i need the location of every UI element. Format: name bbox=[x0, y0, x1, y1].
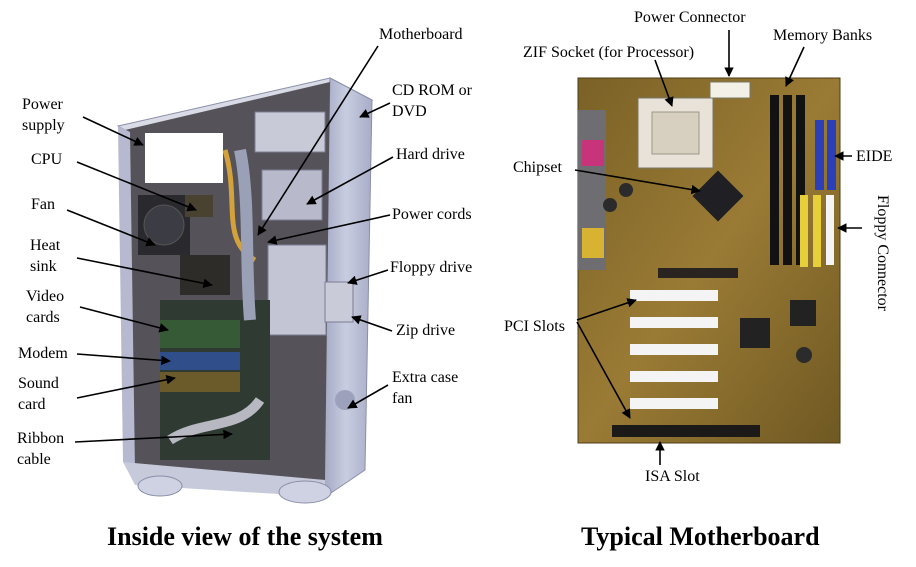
label-extra-case-fan: Extra case fan bbox=[392, 369, 459, 407]
label-floppy-drive: Floppy drive bbox=[390, 259, 473, 276]
label-memory-banks: Memory Banks bbox=[773, 27, 873, 44]
pci-slot-1 bbox=[630, 290, 718, 301]
chipset-chip bbox=[692, 170, 744, 222]
arrow-extra-case-fan bbox=[347, 384, 389, 409]
label-isa-slot: ISA Slot bbox=[645, 468, 700, 485]
capacitor bbox=[619, 183, 633, 197]
io-controller-chip bbox=[790, 300, 816, 326]
drive-bay-floppy bbox=[267, 244, 327, 336]
arrow-sound-card bbox=[76, 375, 176, 399]
label-modem: Modem bbox=[18, 345, 68, 362]
capacitor bbox=[796, 347, 812, 363]
label-zif-socket: ZIF Socket (for Processor) bbox=[523, 44, 695, 61]
case-foot-left bbox=[137, 475, 183, 497]
arrow-cdrom bbox=[359, 102, 391, 118]
arrow-fan bbox=[66, 209, 156, 247]
drive-ribbon bbox=[234, 148, 256, 321]
label-zip-drive: Zip drive bbox=[396, 322, 456, 339]
pci-slot-3 bbox=[630, 344, 718, 355]
cpu-block bbox=[185, 195, 213, 217]
right-leader-lines bbox=[574, 30, 862, 465]
case-foot-right bbox=[278, 480, 332, 504]
label-floppy-connector: Floppy Connector bbox=[874, 195, 891, 311]
arrow-pci-slots-1 bbox=[576, 298, 637, 321]
memory-bank-1 bbox=[770, 95, 779, 265]
arrow-power-supply bbox=[82, 116, 144, 146]
label-heat-sink: Heat sink bbox=[30, 237, 61, 275]
floppy-connector-yellow-2 bbox=[813, 195, 821, 267]
drive-bay-zip bbox=[324, 281, 354, 323]
computer-case-illustration bbox=[116, 77, 374, 504]
label-cpu: CPU bbox=[31, 151, 63, 168]
serial-port-pink bbox=[582, 140, 604, 166]
heat-sink bbox=[180, 255, 230, 295]
arrow-video-cards bbox=[79, 306, 169, 333]
arrow-zif-socket bbox=[654, 59, 674, 107]
arrow-power-cords bbox=[267, 214, 391, 245]
extra-fan-hole bbox=[335, 390, 355, 410]
bios-chip bbox=[740, 318, 770, 348]
isa-slot bbox=[612, 425, 760, 437]
sound-card bbox=[160, 372, 240, 392]
power-supply-unit bbox=[145, 133, 223, 183]
label-sound-card: Sound card bbox=[18, 375, 59, 413]
arrow-zip-drive bbox=[351, 315, 393, 332]
case-left-wall bbox=[118, 126, 135, 470]
parallel-port-yellow bbox=[582, 228, 604, 258]
modem-card bbox=[160, 352, 240, 370]
arrow-chipset bbox=[574, 169, 701, 195]
label-motherboard: Motherboard bbox=[379, 26, 463, 43]
eide-connector-2 bbox=[827, 120, 836, 190]
caption-typical-motherboard: Typical Motherboard bbox=[581, 522, 820, 551]
floppy-connector-yellow-1 bbox=[800, 195, 808, 267]
drive-bay-cdrom bbox=[254, 111, 326, 153]
motherboard-illustration bbox=[577, 77, 841, 444]
label-power-supply: Power supply bbox=[22, 96, 65, 134]
arrow-floppy-drive bbox=[347, 269, 389, 285]
label-hard-drive: Hard drive bbox=[396, 146, 465, 163]
left-leader-lines bbox=[66, 45, 394, 443]
caption-inside-view: Inside view of the system bbox=[107, 522, 383, 551]
pci-slot-2 bbox=[630, 317, 718, 328]
memory-bank-2 bbox=[783, 95, 792, 265]
pci-slot-5 bbox=[630, 398, 718, 409]
case-fan-hub bbox=[143, 204, 185, 246]
floppy-connector-white bbox=[826, 195, 834, 265]
label-power-cords: Power cords bbox=[392, 206, 472, 223]
arrow-motherboard bbox=[257, 45, 379, 236]
label-pci-slots: PCI Slots bbox=[504, 318, 565, 335]
arrow-modem bbox=[76, 353, 171, 366]
label-chipset: Chipset bbox=[513, 159, 562, 176]
power-connector-block bbox=[709, 81, 751, 99]
pci-slot-4 bbox=[630, 371, 718, 382]
arrow-ribbon-cable bbox=[74, 429, 233, 443]
eide-connector-1 bbox=[815, 120, 824, 190]
zif-socket-core bbox=[651, 111, 700, 155]
agp-slot bbox=[658, 268, 738, 278]
label-cd-rom: CD ROM or DVD bbox=[392, 82, 473, 120]
capacitor bbox=[603, 198, 617, 212]
label-ribbon-cable: Ribbon cable bbox=[17, 430, 65, 468]
label-power-connector: Power Connector bbox=[634, 9, 746, 26]
ribbon-cable bbox=[167, 396, 265, 445]
arrow-heat-sink bbox=[76, 257, 213, 289]
arrow-cpu bbox=[76, 161, 197, 212]
label-video-cards: Video cards bbox=[26, 288, 65, 326]
case-floor bbox=[123, 462, 325, 497]
arrow-memory-banks bbox=[785, 46, 805, 87]
arrow-hard-drive bbox=[306, 156, 394, 205]
label-eide: EIDE bbox=[856, 148, 893, 165]
memory-bank-3 bbox=[796, 95, 805, 265]
video-card bbox=[160, 320, 240, 348]
drive-bay-hdd bbox=[261, 169, 323, 221]
arrow-pci-slots-2 bbox=[576, 321, 631, 419]
label-fan: Fan bbox=[31, 196, 55, 213]
